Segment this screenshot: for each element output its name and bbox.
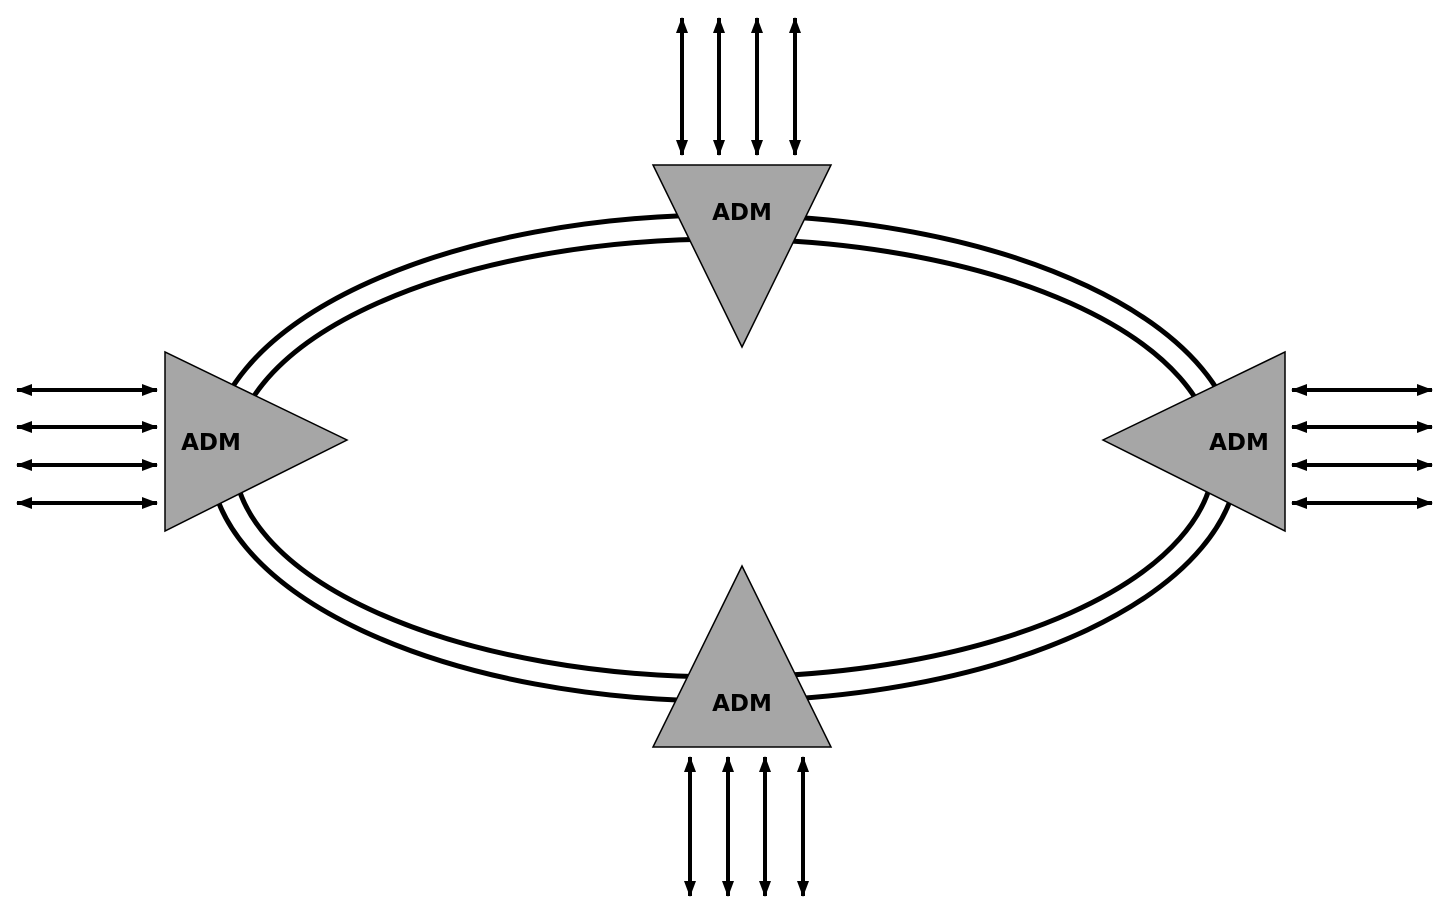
tributary-arrows-left bbox=[16, 384, 158, 509]
adm-triangle-left bbox=[164, 350, 349, 533]
adm-node-top: ADM bbox=[651, 17, 833, 349]
adm-label-left: ADM bbox=[181, 430, 241, 456]
adm-triangle-top bbox=[651, 164, 833, 349]
adm-node-bottom: ADM bbox=[651, 564, 833, 897]
adm-triangle-right bbox=[1101, 350, 1286, 533]
adm-label-right: ADM bbox=[1209, 430, 1269, 456]
tributary-arrows-right bbox=[1291, 384, 1433, 509]
tributary-arrows-top bbox=[676, 17, 801, 156]
adm-node-right: ADM bbox=[1101, 350, 1433, 533]
tributary-arrows-bottom bbox=[684, 756, 809, 897]
adm-node-left: ADM bbox=[16, 350, 349, 533]
adm-label-top: ADM bbox=[712, 200, 772, 226]
adm-triangle-bottom bbox=[651, 564, 833, 748]
adm-label-bottom: ADM bbox=[712, 691, 772, 717]
